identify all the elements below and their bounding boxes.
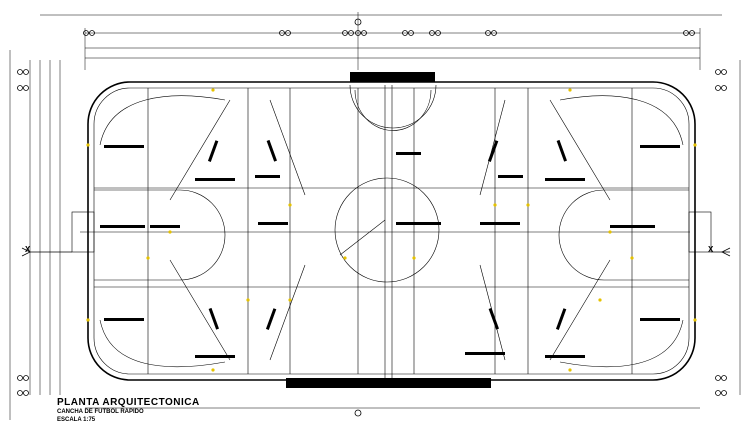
grid-bubbles <box>17 18 727 417</box>
section-mark-left: X <box>25 245 31 254</box>
section-mark-right: X <box>708 245 714 254</box>
plan-title: PLANTA ARQUITECTONICA <box>57 397 200 408</box>
plan-subtitle: CANCHA DE FUTBOL RAPIDO <box>57 409 144 415</box>
field-perimeter <box>87 81 696 381</box>
bench-blocks <box>100 72 680 388</box>
dimension-lines <box>9 12 741 420</box>
field-lines <box>71 84 712 378</box>
reference-points <box>86 88 697 372</box>
plan-scale: ESCALA 1:75 <box>57 417 96 423</box>
section-arrows <box>21 247 731 257</box>
